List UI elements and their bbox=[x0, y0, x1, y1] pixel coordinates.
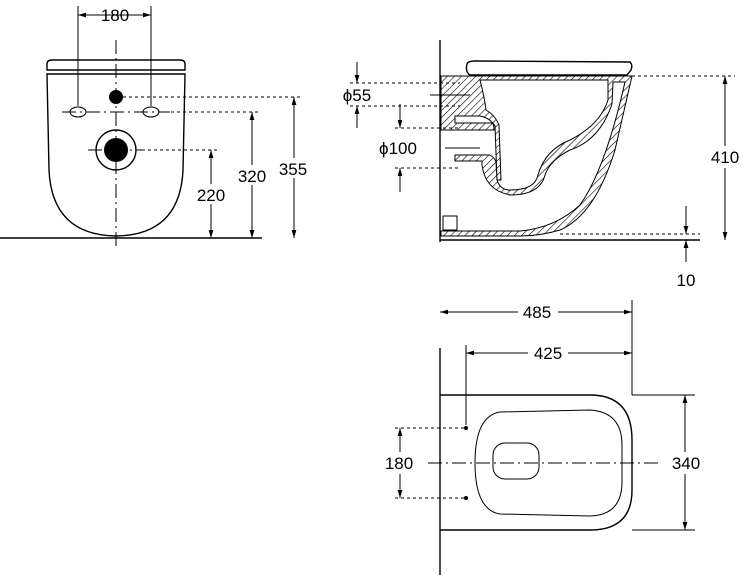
floor-foot bbox=[442, 215, 458, 231]
top-view: 485 425 180 340 bbox=[378, 300, 708, 575]
dim-label-410: 410 bbox=[711, 148, 739, 167]
dim-label-10: 10 bbox=[677, 271, 696, 290]
dim-label-425: 425 bbox=[534, 344, 562, 363]
dim-label-180: 180 bbox=[101, 6, 129, 25]
bowl-top-outline bbox=[440, 394, 633, 531]
dim-label-320: 320 bbox=[238, 167, 266, 186]
dim-label-485: 485 bbox=[523, 303, 551, 322]
seat-rim bbox=[474, 409, 623, 517]
dim-label-180-top: 180 bbox=[385, 454, 413, 473]
dim-label-220: 220 bbox=[197, 186, 225, 205]
bowl-opening bbox=[492, 442, 540, 480]
side-view: 410 10 ϕ55 ϕ100 bbox=[343, 40, 746, 290]
front-view: 180 355 320 220 bbox=[0, 6, 313, 250]
fixing-hole-left bbox=[69, 106, 87, 118]
dim-label-340: 340 bbox=[672, 454, 700, 473]
outlet-hole bbox=[104, 138, 128, 162]
seat-lid bbox=[46, 59, 186, 71]
dim-label-phi55: ϕ55 bbox=[343, 86, 371, 105]
seat-lid-side bbox=[465, 60, 633, 76]
dim-label-phi100: ϕ100 bbox=[379, 139, 417, 158]
inlet-hole bbox=[109, 90, 123, 104]
dim-label-355: 355 bbox=[279, 160, 307, 179]
